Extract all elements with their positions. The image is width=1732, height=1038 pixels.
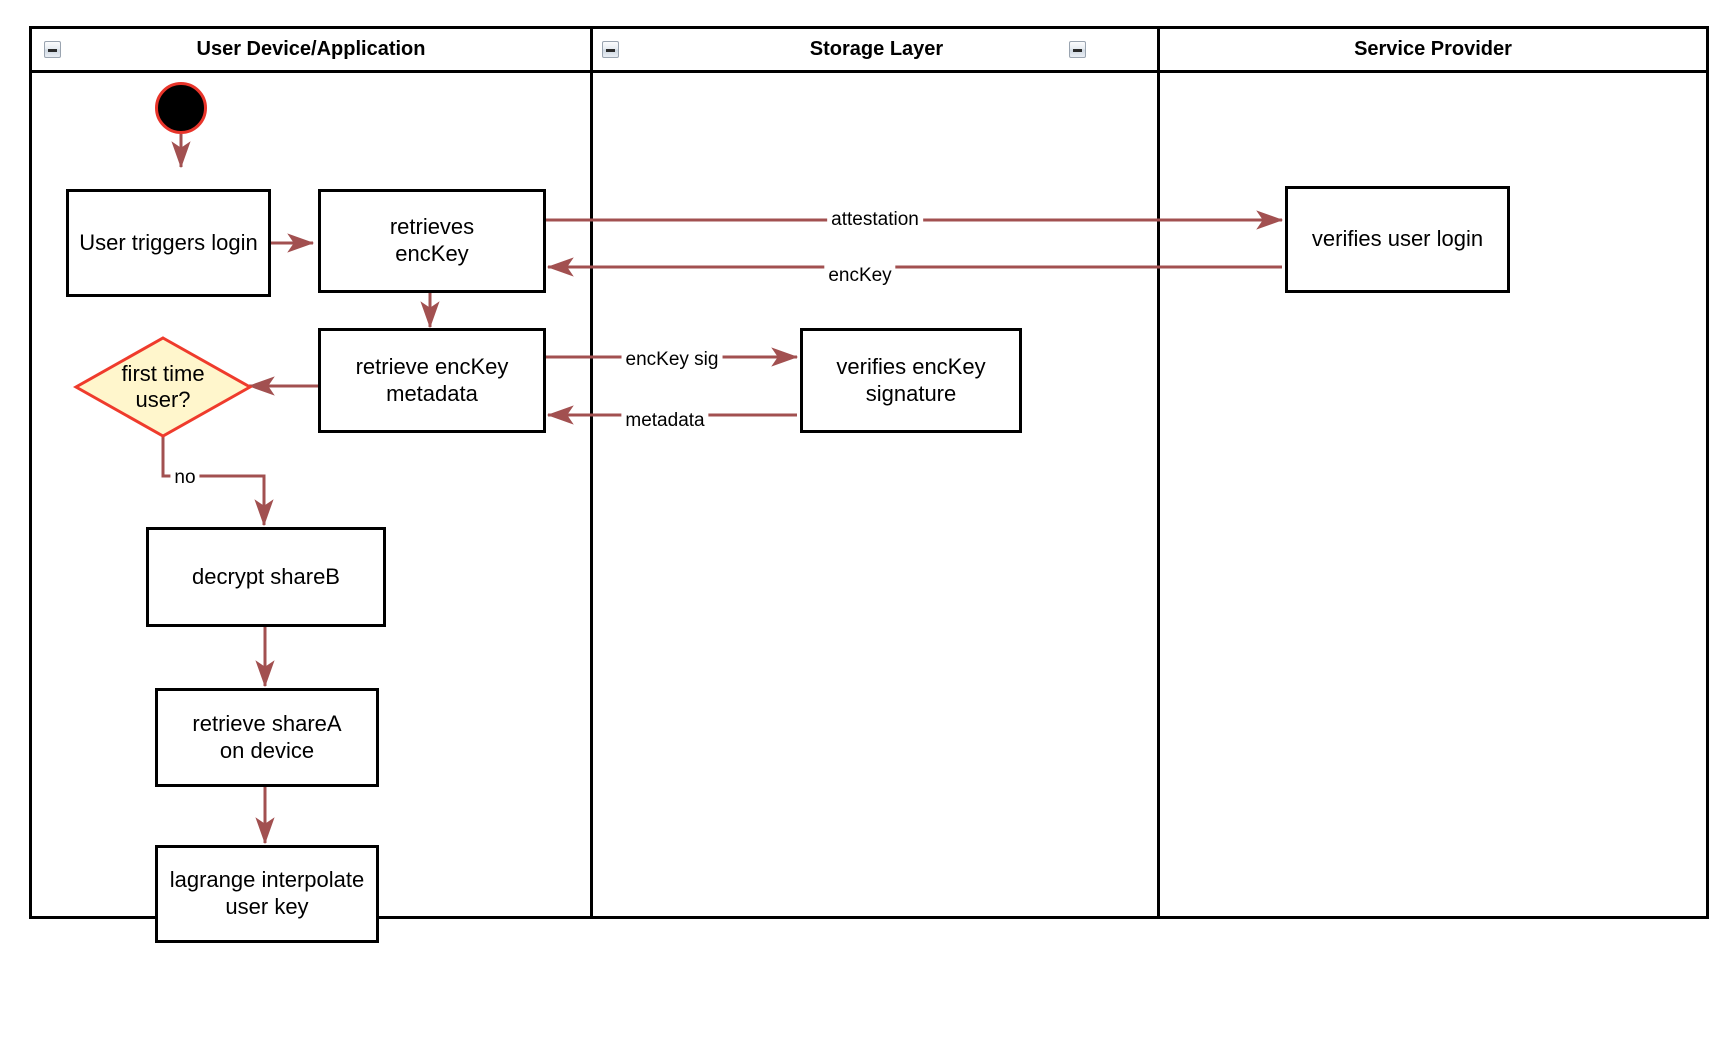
node-lagrange-interpolate-user-key[interactable]: lagrange interpolate user key: [155, 845, 379, 943]
lane-divider-1: [590, 29, 593, 919]
decision-label: first time user?: [121, 361, 205, 412]
node-retrieve-enckey-metadata[interactable]: retrieve encKey metadata: [318, 328, 546, 433]
lane-divider-2: [1157, 29, 1160, 919]
diamond-shape: [73, 336, 253, 438]
start-node[interactable]: [155, 82, 207, 134]
edge-label-no: no: [170, 467, 200, 489]
collapse-minus-icon-lane-service-provider[interactable]: [1069, 41, 1086, 58]
lane-title-user-device: User Device/Application: [196, 38, 426, 60]
lane-title-storage: Storage Layer: [809, 38, 944, 60]
collapse-minus-icon-lane-storage[interactable]: [602, 41, 619, 58]
node-retrieves-enckey[interactable]: retrieves encKey: [318, 189, 546, 293]
node-verifies-enckey-signature[interactable]: verifies encKey signature: [800, 328, 1022, 433]
node-decrypt-shareb[interactable]: decrypt shareB: [146, 527, 386, 627]
lane-header-row: [32, 29, 1706, 73]
edge-label-attestation: attestation: [827, 209, 923, 231]
collapse-minus-icon-lane-user-device[interactable]: [44, 41, 61, 58]
edge-label-enckey-sig: encKey sig: [621, 349, 723, 371]
node-first-time-user-decision[interactable]: first time user?: [73, 335, 253, 439]
node-verifies-user-login[interactable]: verifies user login: [1285, 186, 1510, 293]
edge-label-metadata: metadata: [621, 410, 709, 432]
node-user-triggers-login[interactable]: User triggers login: [66, 189, 271, 297]
node-retrieve-sharea-on-device[interactable]: retrieve shareA on device: [155, 688, 379, 787]
edge-label-enckey: encKey: [824, 265, 896, 287]
lane-title-service-provider: Service Provider: [1354, 38, 1512, 60]
